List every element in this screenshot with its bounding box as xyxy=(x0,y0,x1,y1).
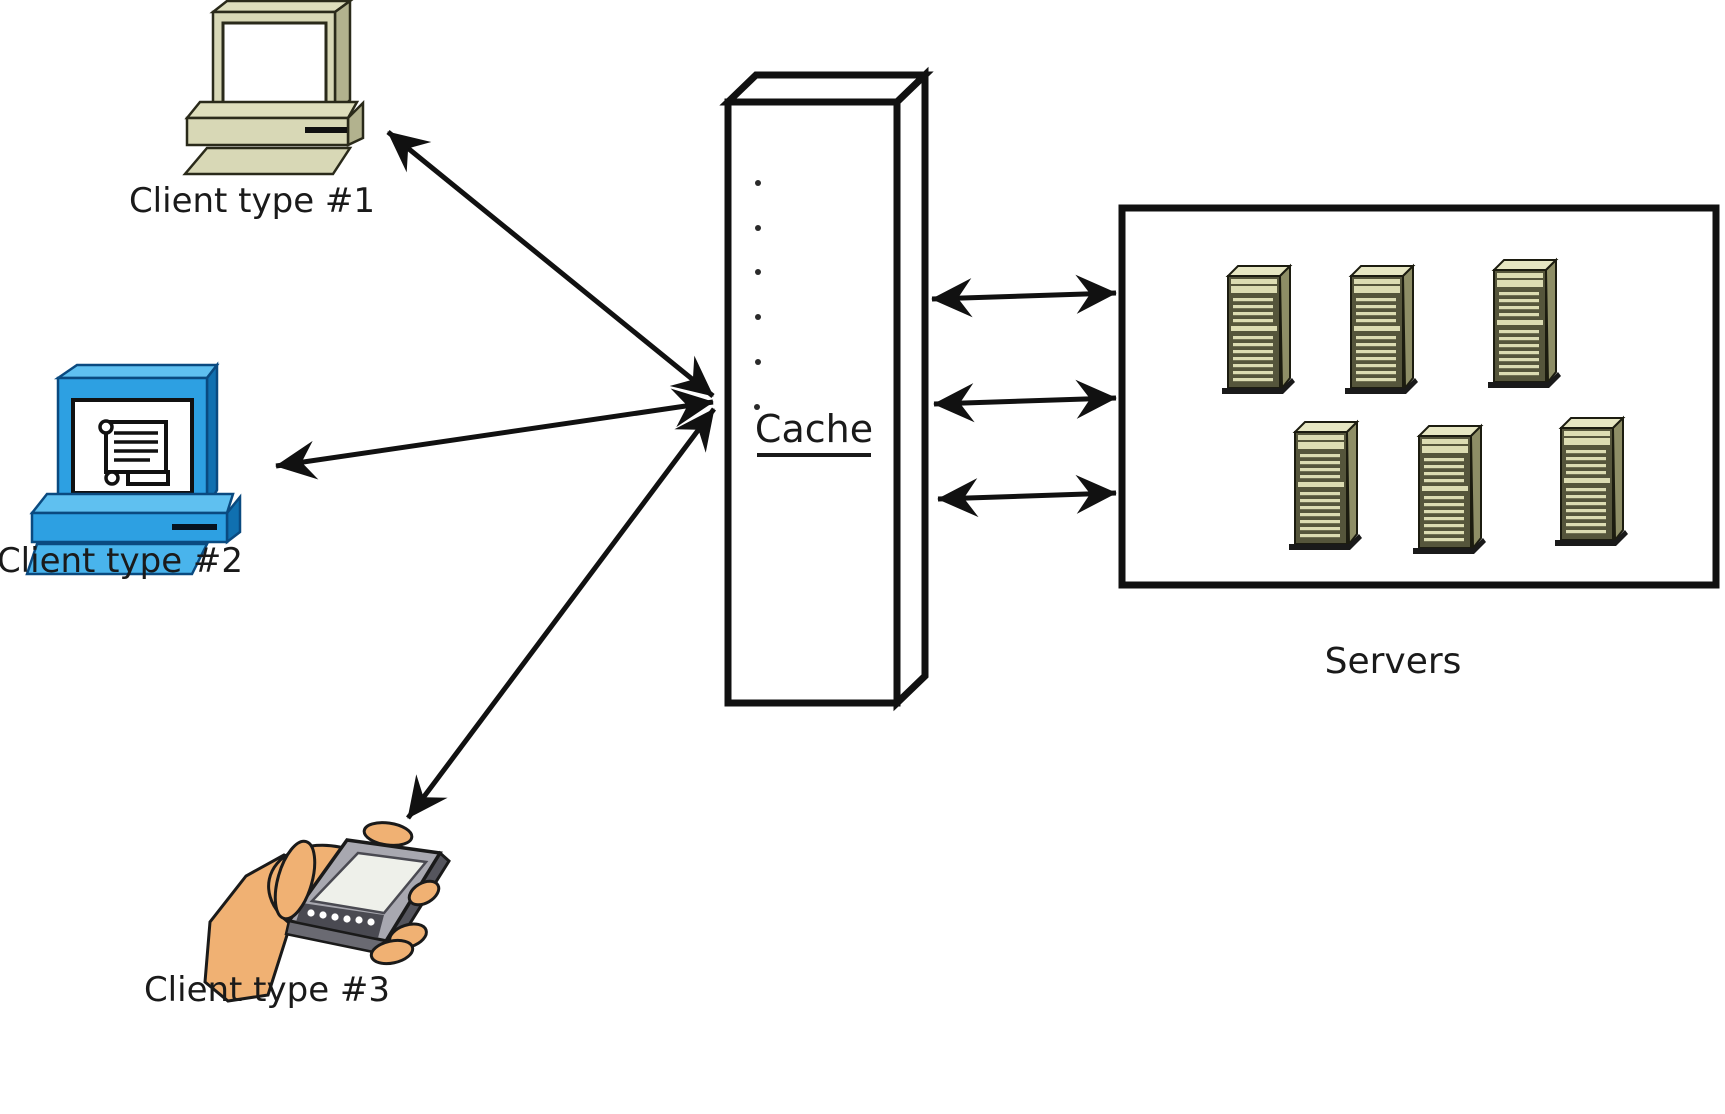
keyboard xyxy=(25,542,210,576)
arrow-cache-servers-3 xyxy=(937,474,1117,518)
thumb xyxy=(273,839,317,921)
arrow-client2-cache xyxy=(275,388,714,480)
desktop-computer-blue-icon xyxy=(25,361,242,576)
arrow-client1-cache xyxy=(386,130,715,398)
servers-label: Servers xyxy=(1325,641,1462,682)
floppy-slot xyxy=(172,524,217,530)
cache-node: Cache xyxy=(719,66,934,712)
server-tower-icon xyxy=(1412,425,1487,555)
cache-box-top xyxy=(719,71,934,106)
client3-node: Client type #3 xyxy=(144,821,451,1010)
phone-screen xyxy=(309,851,429,915)
client2-label: Client type #2 xyxy=(0,541,243,581)
floppy-slot xyxy=(305,127,347,133)
cache-server-arrows xyxy=(931,274,1117,518)
client-cache-arrows xyxy=(275,130,717,820)
document-icon xyxy=(98,419,170,486)
client3-label: Client type #3 xyxy=(144,970,390,1010)
arrow-cache-servers-1 xyxy=(931,274,1117,318)
mobile-device xyxy=(284,838,451,956)
cache-box-side xyxy=(893,66,929,712)
client1-label: Client type #1 xyxy=(129,181,375,221)
finger xyxy=(407,879,441,907)
server-tower-icon xyxy=(1344,265,1419,395)
ellipsis-dots xyxy=(754,180,761,410)
client2-node: Client type #2 xyxy=(0,361,243,581)
client1-node: Client type #1 xyxy=(129,0,375,221)
cache-label: Cache xyxy=(755,407,873,451)
monitor-screen xyxy=(221,21,328,108)
arrow-client3-cache xyxy=(405,407,717,820)
desktop-computer-icon xyxy=(182,0,365,176)
cache-box-front xyxy=(724,98,901,707)
server-tower-icon xyxy=(1554,417,1629,547)
server-tower-icon xyxy=(1288,421,1363,551)
server-tower-icon xyxy=(1487,259,1562,389)
servers-node: Servers xyxy=(1118,204,1720,682)
arrow-cache-servers-2 xyxy=(933,379,1117,423)
hand-holding-phone-icon xyxy=(203,821,451,1003)
server-tower-icon xyxy=(1221,265,1296,395)
finger xyxy=(369,938,415,966)
keyboard xyxy=(182,146,353,176)
